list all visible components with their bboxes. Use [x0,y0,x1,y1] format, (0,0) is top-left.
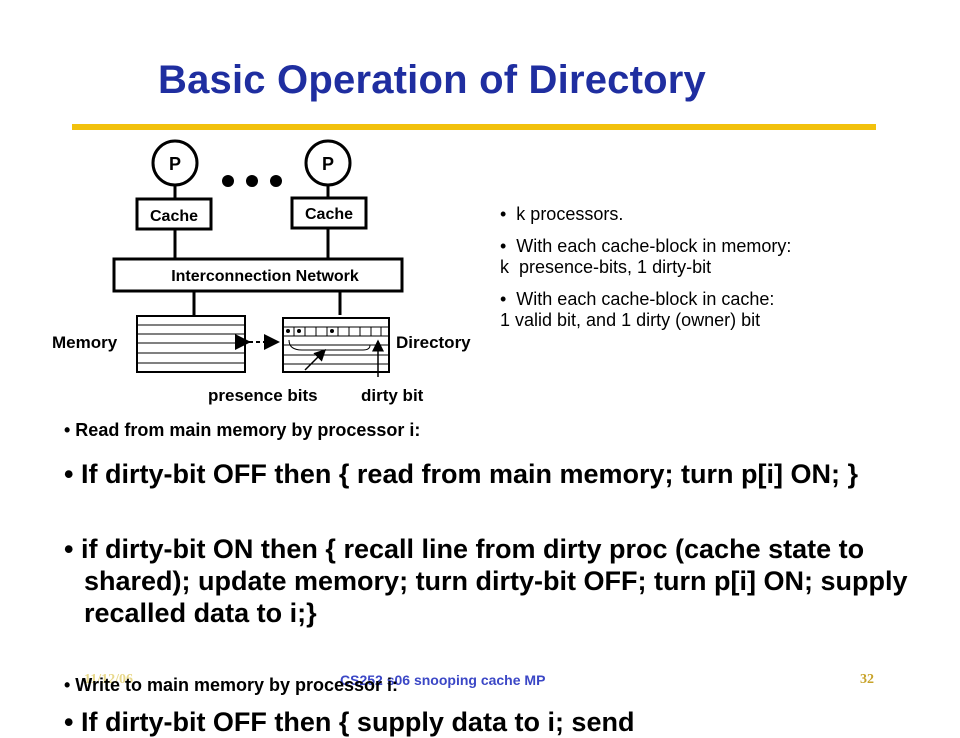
note-item: • With each cache-block in memory: k pre… [500,236,792,277]
network-label: Interconnection Network [171,268,359,285]
read-rule-dirty-off: • If dirty-bit OFF then { read from main… [64,459,858,489]
directory-block [282,317,390,373]
page-number: 32 [860,672,874,687]
dirty-bit-label: dirty bit [361,386,424,405]
directory-label: Directory [396,333,471,352]
processor-right-label: P [322,154,334,174]
cache-right-label: Cache [305,206,353,223]
cache-left: Cache [135,197,213,231]
footer-date: 11/12/06 [84,672,134,687]
directory-diagram: P P Cache Cache Interconnection Network … [52,139,471,405]
write-rule-cutoff: • If dirty-bit OFF then { supply data to… [64,707,635,737]
read-rule-dirty-on: • if dirty-bit ON then { recall line fro… [64,534,908,628]
memory-block [136,315,246,373]
title-underline [72,124,876,130]
read-heading: • Read from main memory by processor i: [64,420,421,440]
presence-bits-label: presence bits [208,386,318,405]
note-item: • With each cache-block in cache: 1 vali… [500,289,775,330]
processor-left-label: P [169,154,181,174]
footer-course: CS252 s06 snooping cache MP [340,672,546,688]
cache-right: Cache [290,196,368,230]
processor-right: P [304,139,352,187]
slide-title: Basic Operation of Directory [158,58,706,102]
write-heading: • Write to main memory by processor i: [64,675,399,695]
memory-label: Memory [52,333,118,352]
processor-left: P [151,139,199,187]
interconnection-network: Interconnection Network [112,257,404,293]
ellipsis-dot [270,175,282,187]
cache-left-label: Cache [150,208,198,225]
ellipsis-dot [222,175,234,187]
note-item: • k processors. [500,204,624,224]
ellipsis-dot [246,175,258,187]
presence-bits-pointer [304,348,327,371]
notes-panel: • k processors. • With each cache-block … [500,204,940,342]
